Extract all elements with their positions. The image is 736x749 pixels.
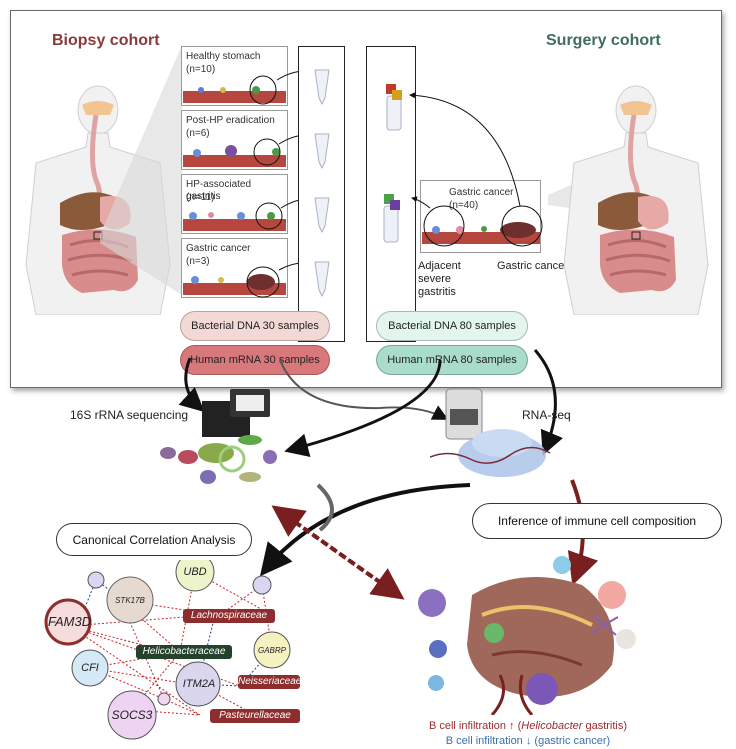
surgery-mrna-pill: Human mRNA 80 samples <box>376 345 528 375</box>
surgery-tube-2 <box>383 194 400 243</box>
result-b-cell-down: B cell infiltration ↓ (gastric cancer) <box>445 735 611 747</box>
result-up-italic: Helicobacter <box>521 720 583 732</box>
taxon-helicobacteraceae: Helicobacteraceae <box>136 645 232 659</box>
gene-node-gabrp <box>253 631 291 669</box>
adjacent-label-line: Adjacent <box>418 260 461 272</box>
tissue-strip-post-hp <box>183 138 286 167</box>
group-name: Post-HP eradication <box>186 115 275 126</box>
surgery-cohort-title: Surgery cohort <box>546 32 661 49</box>
immune-cell-illustration <box>418 556 636 715</box>
taxon-pasteurellaceae: Pasteurellaceae <box>210 709 300 723</box>
immune-inference-box: Inference of immune cell composition <box>472 503 722 539</box>
result-up-suffix: gastritis) <box>582 720 628 732</box>
group-name: HP-associated gastritis <box>186 179 252 202</box>
surgery-tissue-illustration <box>409 92 543 247</box>
adjacent-label-line: gastritis <box>418 286 456 298</box>
surgery-body-illustration <box>548 85 709 315</box>
cca-box: Canonical Correlation Analysis <box>56 523 252 556</box>
surgery-dna-pill: Bacterial DNA 80 samples <box>376 311 528 341</box>
gene-label-ubd: UBD <box>183 566 207 578</box>
group-count: (n=6) <box>186 128 210 139</box>
group-count: (n=11) <box>186 192 215 203</box>
taxon-neisseriaceae: Neisseriaceae <box>238 675 302 689</box>
biopsy-cohort-title: Biopsy cohort <box>52 32 160 49</box>
biopsy-dna-pill: Bacterial DNA 30 samples <box>180 311 330 341</box>
group-name: Healthy stomach <box>186 51 261 62</box>
biopsy-tissue-illustrations <box>183 69 322 298</box>
gene-label-socs3: SOCS3 <box>111 708 153 722</box>
group-count: (n=40) <box>449 200 479 211</box>
group-name: Gastric cancer <box>449 187 514 198</box>
adjacent-gastritis-label: Adjacent severe gastritis <box>418 260 461 299</box>
sequencing-16s-label: 16S rRNA sequencing <box>70 408 189 422</box>
network-node-small-1 <box>87 571 105 589</box>
rnaseq-label: RNA-seq <box>522 408 571 422</box>
gene-label-stk17b: STK17B <box>115 596 145 605</box>
gene-label-fam3d: FAM3D <box>48 614 92 629</box>
result-up-prefix: B cell infiltration ↑ ( <box>428 720 522 732</box>
gene-node-itm2a <box>175 661 221 707</box>
biopsy-zoom-cone <box>100 45 182 295</box>
gene-node-fam3d <box>44 598 92 646</box>
group-count: (n=10) <box>186 64 216 75</box>
tissue-strip-hp-gastritis <box>183 202 286 231</box>
gene-node-stk17b <box>106 576 154 624</box>
group-name: Gastric cancer <box>186 243 251 254</box>
gene-node-ubd <box>175 560 215 592</box>
gene-label-itm2a: ITM2A <box>182 678 216 690</box>
gene-node-cfi <box>71 649 109 687</box>
network-node-small-3 <box>157 692 171 706</box>
adjacent-label-line: severe <box>418 273 452 285</box>
tissue-strip-gastric-cancer <box>183 266 286 298</box>
surgery-tube-1 <box>386 84 402 131</box>
workflow-arrows <box>178 349 599 600</box>
gene-label-gabrp: GABRP <box>257 646 286 655</box>
sample-tubes <box>314 69 402 298</box>
sequencer-bacteria-illustration <box>160 389 277 484</box>
biopsy-mrna-pill: Human mRNA 30 samples <box>180 345 330 375</box>
result-b-cell-up: B cell infiltration ↑ (Helicobacter gast… <box>348 720 708 732</box>
taxon-lachnospiraceae: Lachnospiraceae <box>183 609 275 623</box>
tumor-label: Gastric cancer <box>497 260 568 272</box>
rnaseq-machine-illustration <box>430 388 551 477</box>
gene-label-cfi: CFI <box>81 662 99 674</box>
gene-node-socs3 <box>107 690 157 740</box>
tissue-strip-healthy <box>183 75 286 105</box>
group-count: (n=3) <box>186 256 210 267</box>
cca-network <box>44 560 291 740</box>
network-node-small-2 <box>252 575 272 595</box>
